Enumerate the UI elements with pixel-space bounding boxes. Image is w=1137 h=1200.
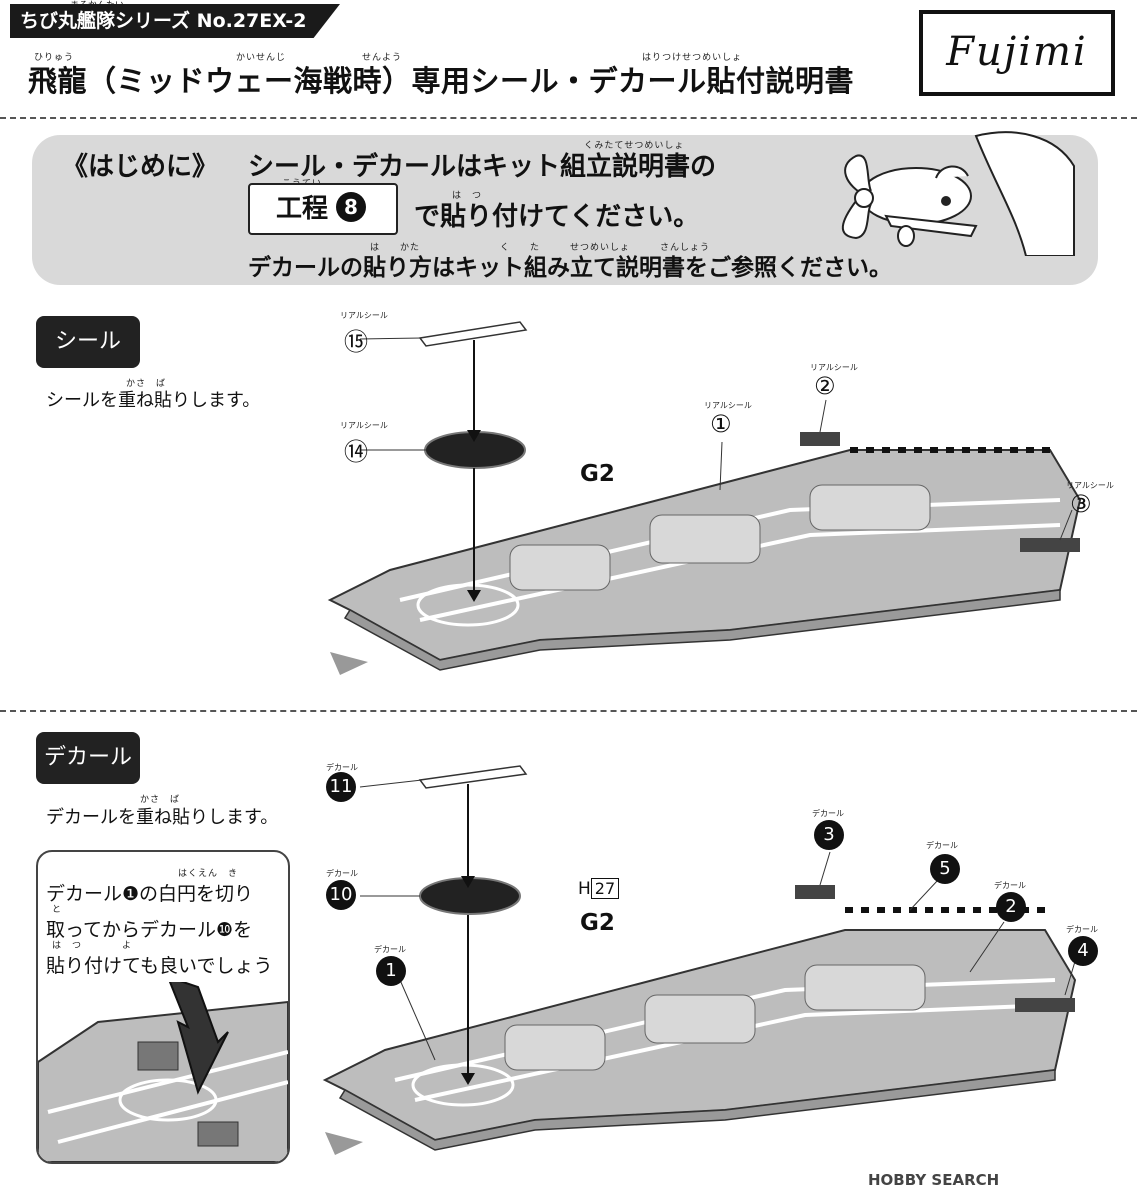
intro-line3-ruby: は かた く た せつめいしょ さんしょう: [370, 243, 711, 253]
decal-part-label-1: デカール: [374, 945, 406, 954]
decal-part-10: 10: [326, 880, 356, 910]
decal-part-label-2: デカール: [994, 881, 1026, 890]
decal-section-label: デカール: [36, 732, 140, 784]
intro-label: 《はじめに》: [62, 152, 219, 182]
seal-part-label-1: リアルシール: [704, 401, 752, 410]
decal-part-4: 4: [1068, 936, 1098, 966]
seal-part-3: ③: [1070, 490, 1092, 518]
title-ruby-3: せんよう: [362, 53, 403, 63]
hcode-prefix: H: [578, 879, 591, 899]
hcode-box: 27: [590, 878, 620, 899]
series-tag: ちび丸艦隊シリーズ No.27EX-2: [10, 4, 340, 38]
decal-part-label-11: デカール: [326, 763, 358, 772]
step-label: 工程: [276, 194, 329, 224]
divider-top: [0, 117, 1137, 119]
intro-line-2: で貼り付けてください。: [414, 202, 700, 232]
decal-part-11: 11: [326, 772, 356, 802]
brand-logo: Fujimi: [919, 10, 1115, 96]
step-number: 8: [336, 192, 367, 222]
decal-deck-diagram: [322, 765, 1077, 1155]
tip-line-1: デカール❶の白円を切り: [46, 883, 254, 905]
plane-illustration: [841, 131, 1075, 256]
decal-desc-ruby: かさ ば: [140, 795, 181, 805]
intro-line-1: シール・デカールはキット組立説明書の: [248, 152, 717, 182]
decal-part-1: 1: [376, 956, 406, 986]
seal-part-label-14: リアルシール: [340, 421, 388, 430]
seal-part-2: ②: [814, 372, 836, 400]
intro-line-3: デカールの貼り方はキット組み立て説明書をご参照ください。: [248, 255, 892, 281]
tip-ruby-3: は つ よ: [52, 941, 133, 951]
seal-part-15: ⑮: [344, 328, 368, 356]
seal-desc: シールを重ね貼りします。: [46, 390, 261, 411]
tip-box: はくえん き と は つ よ デカール❶の白円を切り 取ってからデカール❿を 貼…: [36, 850, 290, 1164]
seal-deck-diagram: [327, 321, 1082, 675]
title-ruby-1: ひりゅう: [34, 53, 75, 63]
seal-desc-ruby: かさ ば: [126, 379, 167, 389]
intro-line2-ruby: は つ: [452, 191, 483, 201]
seal-part-label-2: リアルシール: [810, 363, 858, 372]
page-title: 飛龍（ミッドウェー海戦時）専用シール・デカール貼付説明書: [28, 64, 855, 98]
decal-part-5: 5: [930, 854, 960, 884]
divider-middle: [0, 710, 1137, 712]
decal-gcode: G2: [580, 910, 615, 936]
tip-line-2: 取ってからデカール❿を: [46, 919, 253, 941]
decal-part-2: 2: [996, 892, 1026, 922]
decal-part-3: 3: [814, 820, 844, 850]
decal-part-label-4: デカール: [1066, 925, 1098, 934]
tip-text: デカール❶の白円を切り 取ってからデカール❿を 貼り付けても良いでしょう: [46, 876, 286, 984]
seal-gcode: G2: [580, 461, 615, 487]
decal-desc: デカールを重ね貼りします。: [46, 807, 279, 828]
tip-ruby-1: はくえん き: [178, 869, 239, 879]
tip-deck-closeup: [38, 982, 288, 1162]
title-ruby-4: はりつけせつめいしょ: [642, 53, 743, 63]
title-ruby-2: かいせんじ: [236, 53, 287, 63]
decal-part-label-5: デカール: [926, 841, 958, 850]
decal-part-label-10: デカール: [326, 869, 358, 878]
decal-part-label-3: デカール: [812, 809, 844, 818]
seal-part-14: ⑭: [344, 438, 368, 466]
seal-part-1: ①: [710, 410, 732, 438]
footer-watermark: HOBBY SEARCH: [868, 1171, 1000, 1189]
intro-ruby-1: くみたてせつめいしょ: [584, 141, 685, 151]
tip-line-3: 貼り付けても良いでしょう: [46, 955, 273, 977]
seal-part-label-15: リアルシール: [340, 311, 388, 320]
seal-part-label-3: リアルシール: [1066, 481, 1114, 490]
seal-section-label: シール: [36, 316, 140, 368]
tip-ruby-2: と: [52, 905, 63, 915]
